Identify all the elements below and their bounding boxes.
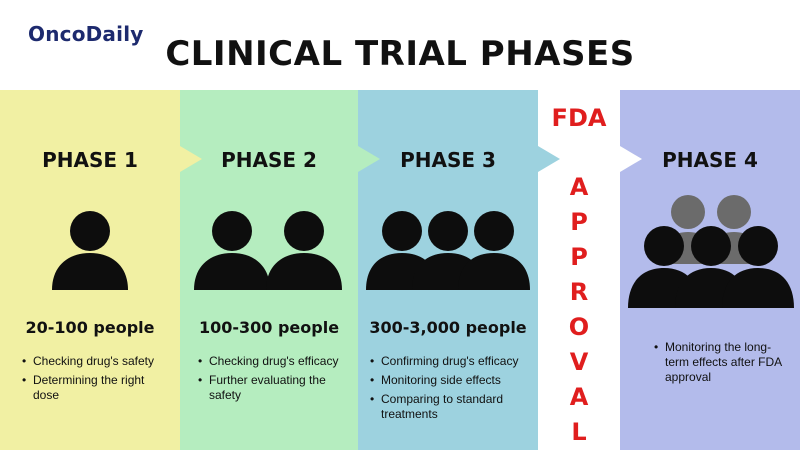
phase-4-heading: PHASE 4 bbox=[662, 148, 758, 172]
phase-3-heading: PHASE 3 bbox=[400, 148, 496, 172]
approval-letter: A bbox=[569, 173, 589, 201]
three-people-icon bbox=[366, 211, 530, 290]
arrow-right-icon bbox=[538, 146, 560, 172]
approval-letter: P bbox=[570, 208, 588, 236]
crowd-people-icon bbox=[628, 195, 794, 308]
two-people-icon bbox=[194, 211, 342, 290]
bullet-item: Comparing to standard treatments bbox=[370, 392, 532, 422]
phase-3-bullets: Confirming drug's efficacy Monitoring si… bbox=[370, 354, 532, 426]
approval-letter: R bbox=[569, 278, 589, 306]
arrow-right-icon bbox=[180, 146, 202, 172]
brand-logo: OncoDaily bbox=[28, 22, 144, 46]
bullet-item: Checking drug's efficacy bbox=[198, 354, 348, 369]
approval-letter: A bbox=[569, 383, 589, 411]
bullet-item: Monitoring the long-term effects after F… bbox=[654, 340, 790, 385]
bullet-item: Confirming drug's efficacy bbox=[370, 354, 532, 369]
bullet-item: Determining the right dose bbox=[22, 373, 172, 403]
approval-letter: O bbox=[568, 313, 590, 341]
phase-1-bullets: Checking drug's safety Determining the r… bbox=[22, 354, 172, 407]
approval-letter: L bbox=[571, 418, 587, 446]
phase-2-heading: PHASE 2 bbox=[221, 148, 317, 172]
phase-3-participants: 300-3,000 people bbox=[369, 318, 527, 337]
bullet-item: Further evaluating the safety bbox=[198, 373, 348, 403]
phase-1-heading: PHASE 1 bbox=[42, 148, 138, 172]
single-person-icon bbox=[52, 211, 128, 290]
phase-2-participants: 100-300 people bbox=[198, 318, 340, 337]
phase-4-bullets: Monitoring the long-term effects after F… bbox=[654, 340, 790, 389]
phase-1-participants: 20-100 people bbox=[25, 318, 155, 337]
approval-vertical-text: A P P R O V A L bbox=[538, 170, 620, 450]
page-title: CLINICAL TRIAL PHASES bbox=[165, 34, 635, 74]
approval-letter: P bbox=[570, 243, 588, 271]
approval-letter: V bbox=[569, 348, 589, 376]
bullet-item: Monitoring side effects bbox=[370, 373, 532, 388]
arrow-right-icon bbox=[620, 146, 642, 172]
bullet-item: Checking drug's safety bbox=[22, 354, 172, 369]
arrow-right-icon bbox=[358, 146, 380, 172]
phase-2-bullets: Checking drug's efficacy Further evaluat… bbox=[198, 354, 348, 407]
fda-label: FDA bbox=[551, 104, 607, 132]
